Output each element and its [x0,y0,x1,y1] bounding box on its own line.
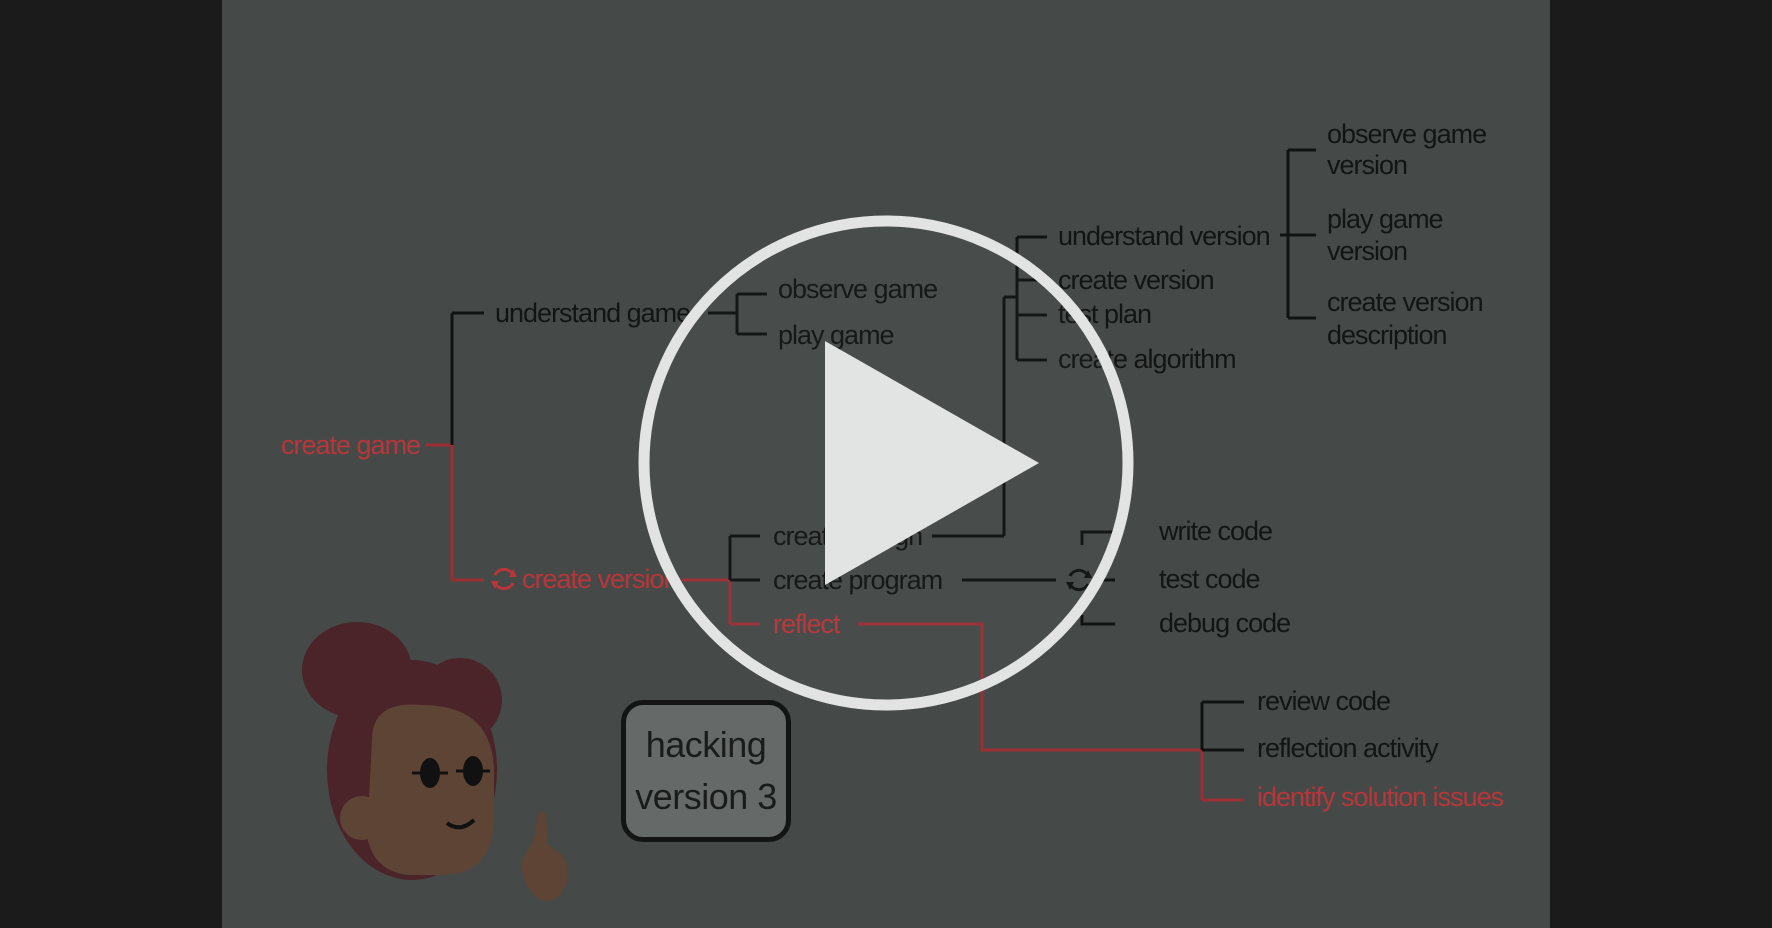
teacher-character-icon [302,622,568,901]
node-play-game-version: play game [1327,204,1443,234]
node-debug-code: debug code [1159,608,1290,638]
node-review-code: review code [1257,686,1390,716]
connector-line [1080,530,1115,545]
cycle-arrows-icon [491,567,517,591]
node-create-algorithm: create algorithm [1058,344,1236,374]
connector-line [1080,615,1115,626]
version-badge-line1: hacking [645,723,767,765]
play-button[interactable] [636,213,1136,713]
node-create-version: create version [522,564,678,594]
node-reflect: reflect [773,609,841,639]
node-play-game-version-line2: version [1327,236,1407,266]
node-write-code: write code [1158,516,1272,546]
node-reflection-activity: reflection activity [1257,733,1439,763]
node-observe-game-version: observe game [1327,119,1486,149]
node-identify-solution-issues: identify solution issues [1257,782,1504,812]
node-observe-game: observe game [778,274,937,304]
node-design-create-version: create version [1058,265,1214,295]
node-understand-game: understand game [495,298,690,328]
play-icon [825,341,1039,585]
cycle-arrows-icon [1066,568,1092,592]
node-create-version-description-line2: description [1327,320,1447,350]
version-badge-line2: version 3 [635,776,777,817]
node-play-game: play game [778,320,894,350]
node-create-game: create game [281,430,420,460]
node-create-program: create program [773,565,942,595]
node-test-code: test code [1159,564,1260,594]
version-badge: hacking version 3 [621,700,791,842]
node-observe-game-version-line2: version [1327,150,1407,180]
node-understand-version: understand version [1058,221,1270,251]
node-create-version-description: create version [1327,287,1483,317]
video-frame: create game understand game observe game… [222,0,1550,928]
